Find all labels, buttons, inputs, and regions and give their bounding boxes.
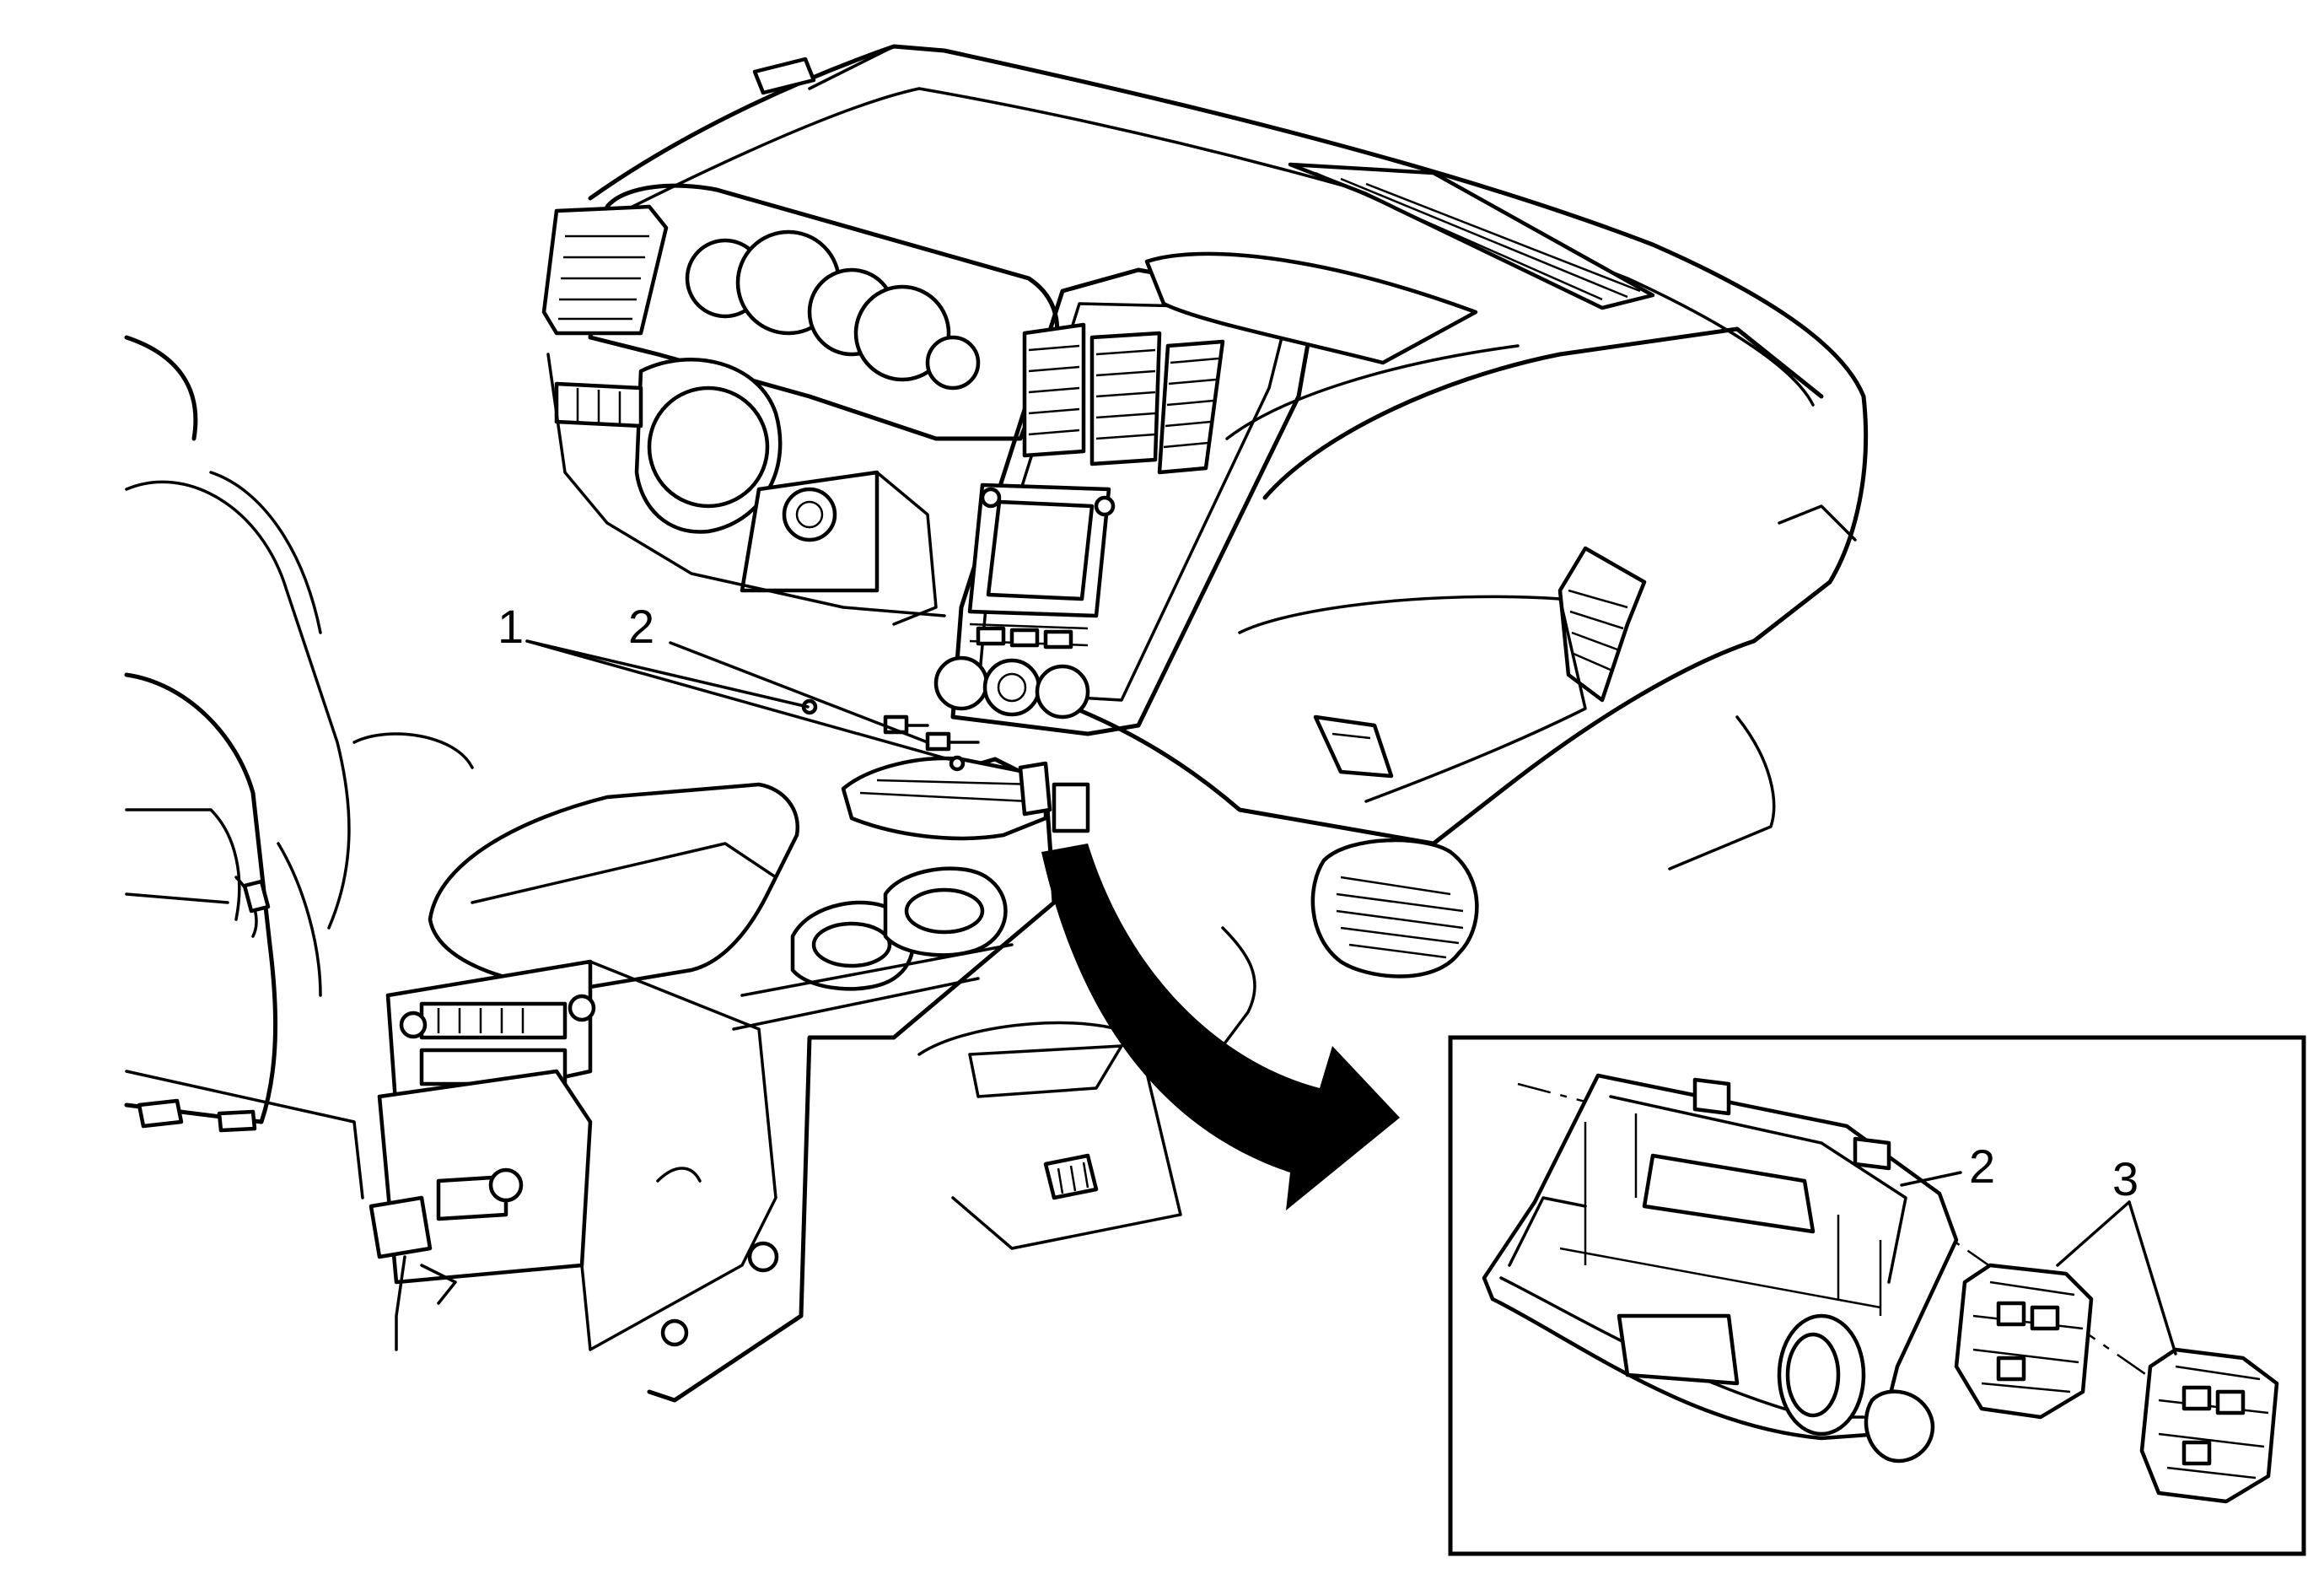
callout-3: 3 bbox=[2112, 1152, 2139, 1205]
passenger-dash bbox=[1144, 251, 1857, 978]
callout-2-main: 2 bbox=[628, 600, 655, 653]
switch-module-a bbox=[1954, 1263, 2094, 1420]
center-console bbox=[377, 757, 1256, 1403]
driver-seat bbox=[124, 335, 474, 1199]
storage-bin-detail bbox=[1482, 1073, 2160, 1463]
storage-bin-installed bbox=[801, 698, 1090, 841]
harness-connector bbox=[369, 1195, 457, 1351]
callout-1: 1 bbox=[498, 600, 525, 653]
detail-inset-frame bbox=[1448, 1035, 2306, 1556]
instrument-panel bbox=[541, 44, 1869, 846]
switch-module-b bbox=[2139, 1347, 2279, 1504]
detail-leader-lines bbox=[1900, 1171, 2177, 1356]
leader-lines bbox=[525, 639, 950, 761]
detail-arrow bbox=[1041, 844, 1400, 1210]
center-stack bbox=[933, 267, 1314, 736]
callout-2-detail: 2 bbox=[1969, 1140, 1996, 1193]
